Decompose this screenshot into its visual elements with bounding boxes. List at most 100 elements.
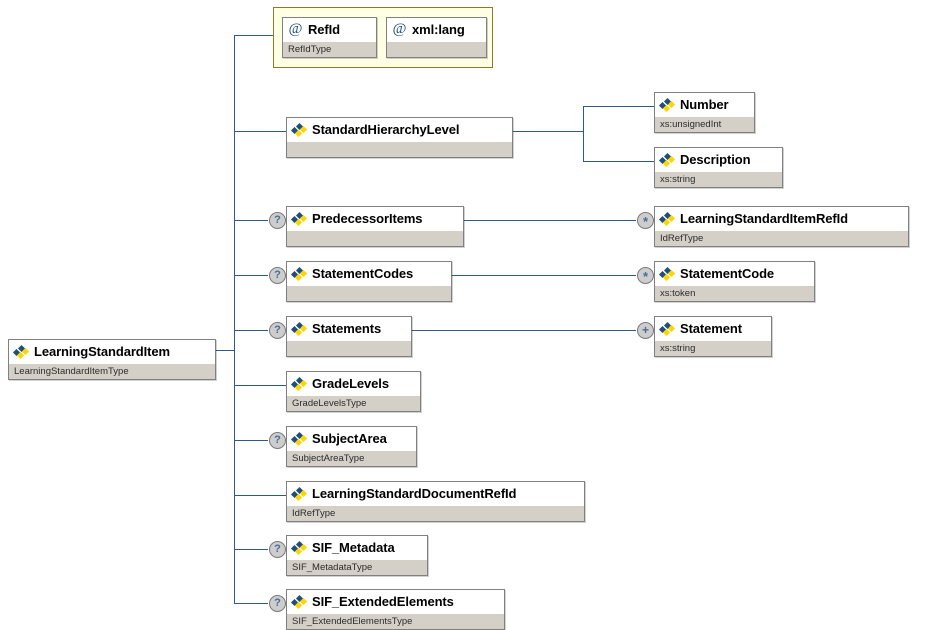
node-header-row: PredecessorItems [287, 207, 463, 230]
node-sif-extendedelements[interactable]: SIF_ExtendedElements SIF_ExtendedElement… [286, 589, 505, 630]
node-type: SIF_ExtendedElementsType [287, 613, 504, 629]
node-name: LearningStandardDocumentRefId [312, 486, 517, 501]
connector-child-branch-statementcodes [234, 275, 268, 276]
node-name: Description [680, 152, 751, 167]
element-icon [290, 486, 308, 501]
node-learningstandarditem[interactable]: LearningStandardItem LearningStandardIte… [8, 339, 216, 380]
node-type: IdRefType [655, 230, 908, 246]
node-header-row: LearningStandardItemRefId [655, 207, 908, 230]
node-header-row: @ RefId [283, 18, 376, 41]
node-type: RefIdType [283, 41, 376, 57]
node-header-row: Description [655, 148, 782, 171]
node-type: SubjectAreaType [287, 450, 416, 466]
node-name: xml:lang [412, 22, 465, 37]
node-name: Statements [312, 321, 382, 336]
node-header-row: SubjectArea [287, 427, 416, 450]
node-learningstandarditemrefid[interactable]: LearningStandardItemRefId IdRefType [654, 206, 909, 247]
connector-attr-branch [234, 35, 273, 36]
node-name: LearningStandardItem [34, 344, 170, 359]
attribute-icon: @ [392, 21, 407, 37]
element-icon [658, 152, 676, 167]
node-type [287, 285, 451, 301]
element-icon [658, 97, 676, 112]
connector-shl-bracket [583, 106, 584, 162]
node-name: SIF_Metadata [312, 540, 395, 555]
node-header-row: SIF_Metadata [287, 536, 427, 559]
node-statements[interactable]: Statements [286, 316, 412, 357]
node-predecessoritems[interactable]: PredecessorItems [286, 206, 464, 247]
node-statement[interactable]: Statement xs:string [654, 316, 772, 357]
element-icon [290, 211, 308, 226]
node-name: GradeLevels [312, 376, 389, 391]
attribute-group-container: @ RefId RefIdType @ xml:lang [273, 7, 493, 68]
occurrence-indicator-optional-statements: ? [269, 322, 286, 339]
node-name: LearningStandardItemRefId [680, 211, 848, 226]
attribute-icon: @ [288, 21, 303, 37]
occurrence-indicator-zero-or-more-learningstandarditemrefid: * [637, 212, 654, 229]
element-icon [290, 376, 308, 391]
occurrence-indicator-one-or-more-statement: + [637, 322, 654, 339]
connector-shl-to-number [583, 106, 654, 107]
node-name: StandardHierarchyLevel [312, 122, 460, 137]
element-icon [290, 266, 308, 281]
node-header-row: LearningStandardItem [9, 340, 215, 363]
node-number[interactable]: Number xs:unsignedInt [654, 92, 755, 133]
element-icon [290, 594, 308, 609]
connector-shl-out [513, 131, 583, 132]
connector-child-branch-gradelevels [234, 385, 286, 386]
node-sif-metadata[interactable]: SIF_Metadata SIF_MetadataType [286, 535, 428, 576]
element-icon [290, 540, 308, 555]
occurrence-indicator-optional-subjectarea: ? [269, 432, 286, 449]
node-learningstandarddocumentrefid[interactable]: LearningStandardDocumentRefId IdRefType [286, 481, 585, 522]
occurrence-indicator-optional-sif-extendedelements: ? [269, 595, 286, 612]
node-header-row: StandardHierarchyLevel [287, 118, 512, 141]
node-type [287, 230, 463, 246]
node-header-row: GradeLevels [287, 372, 420, 395]
node-statementcodes[interactable]: StatementCodes [286, 261, 452, 302]
element-icon [658, 266, 676, 281]
node-subjectarea[interactable]: SubjectArea SubjectAreaType [286, 426, 417, 467]
connector-child-branch-learningstandarddocumentrefid [234, 495, 286, 496]
node-statementcode[interactable]: StatementCode xs:token [654, 261, 815, 302]
node-attribute-refid[interactable]: @ RefId RefIdType [282, 17, 377, 58]
element-icon [290, 321, 308, 336]
node-description[interactable]: Description xs:string [654, 147, 783, 188]
connector-root-stub [216, 350, 234, 351]
node-name: RefId [308, 22, 341, 37]
node-type [287, 340, 411, 356]
occurrence-indicator-optional-predecessoritems: ? [269, 212, 286, 229]
node-header-row: StatementCodes [287, 262, 451, 285]
element-icon [12, 344, 30, 359]
connector-predecessoritems-to-ref [464, 220, 636, 221]
node-header-row: Statements [287, 317, 411, 340]
node-header-row: LearningStandardDocumentRefId [287, 482, 584, 505]
connector-child-branch-sif-metadata [234, 549, 268, 550]
connector-child-branch-subjectarea [234, 440, 268, 441]
node-header-row: SIF_ExtendedElements [287, 590, 504, 613]
node-name: Number [680, 97, 729, 112]
node-name: SIF_ExtendedElements [312, 594, 454, 609]
element-icon [658, 211, 676, 226]
node-type: xs:token [655, 285, 814, 301]
element-icon [290, 122, 308, 137]
node-header-row: Statement [655, 317, 771, 340]
connector-statementcodes-to-code [452, 275, 636, 276]
connector-statements-to-statement [412, 330, 636, 331]
element-icon [658, 321, 676, 336]
node-name: Statement [680, 321, 742, 336]
node-standardhierarchylevel[interactable]: StandardHierarchyLevel [286, 117, 513, 158]
node-type: GradeLevelsType [287, 395, 420, 411]
occurrence-indicator-optional-sif-metadata: ? [269, 541, 286, 558]
node-type: SIF_MetadataType [287, 559, 427, 575]
node-attribute-xmllang[interactable]: @ xml:lang [386, 17, 487, 58]
node-name: PredecessorItems [312, 211, 423, 226]
node-name: StatementCodes [312, 266, 414, 281]
node-type [387, 41, 486, 57]
connector-shl-to-description [583, 161, 654, 162]
node-type: IdRefType [287, 505, 584, 521]
connector-child-branch-statements [234, 330, 268, 331]
node-gradelevels[interactable]: GradeLevels GradeLevelsType [286, 371, 421, 412]
node-name: StatementCode [680, 266, 775, 281]
node-type [287, 141, 512, 157]
connector-trunk [234, 35, 235, 603]
